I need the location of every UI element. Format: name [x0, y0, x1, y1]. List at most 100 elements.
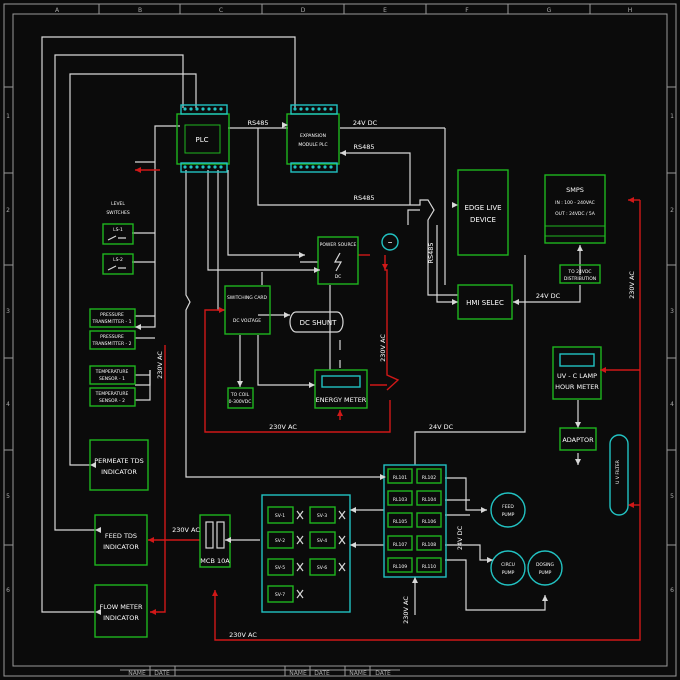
label-230vac-5: 230V AC [172, 526, 200, 534]
col-ref-b: B [138, 7, 142, 14]
temp2-label-2: SENSOR - 2 [99, 398, 125, 404]
sv4-label: SV-4 [317, 538, 327, 544]
switching-label-1: SWITCHING CARD [227, 295, 268, 301]
relay-107-label: RL107 [393, 542, 407, 548]
dosing-pump-label-2: PUMP [539, 570, 552, 576]
feed-tds-label-1: FEED TDS [105, 532, 137, 540]
drawing-frame: A B C D E F G H 1 2 3 4 5 6 1 2 3 4 5 6 [3, 3, 677, 677]
smps-label-3: OUT : 24VDC / 5A [555, 211, 596, 217]
sv5-label: SV-5 [275, 565, 285, 571]
arrowheads [90, 122, 634, 615]
smps-block: SMPS IN : 100 - 240VAC OUT : 24VDC / 5A [544, 174, 606, 244]
col-ref-f: F [465, 7, 469, 14]
level-switches-label-2: SWITCHES [106, 210, 129, 216]
relay-108-label: RL108 [422, 542, 436, 548]
power-source-block: POWER SOURCE DC ⎓ [317, 233, 399, 285]
sv3-label: SV-3 [317, 513, 327, 519]
label-24vdc-vertical: 24V DC [456, 525, 464, 550]
adaptor-label: ADAPTOR [562, 436, 594, 444]
row-ref-2: 2 [6, 207, 10, 214]
edge-label-1: EDGE LIVE [464, 204, 501, 212]
flow-label-1: FLOW METER [99, 603, 143, 611]
relay-101-label: RL101 [393, 475, 407, 481]
col-ref-h: H [628, 7, 633, 14]
label-rs485-1: RS485 [247, 119, 268, 127]
row-ref-4-right: 4 [670, 401, 674, 408]
mcb-label: MCB 10A [200, 557, 230, 565]
adaptor-block: ADAPTOR [559, 427, 597, 451]
col-ref-c: C [219, 7, 223, 14]
sv7-label: SV-7 [275, 592, 285, 598]
dc-shunt-label: DC SHUNT [300, 319, 338, 327]
battery-icon: ⎓ [388, 241, 392, 246]
switching-card-block: SWITCHING CARD DC VOLTAGE [224, 285, 271, 335]
temp2-label-1: TEMPERATURE [95, 391, 129, 397]
row-ref-3: 3 [6, 308, 10, 315]
relay-block: RL101 RL102 RL103 RL104 RL105 RL106 RL10… [383, 464, 447, 578]
to-coil-label-1: TO COIL [230, 392, 250, 398]
label-230vac-7: 230V AC [229, 631, 257, 639]
power-source-label: POWER SOURCE [320, 242, 357, 248]
smps-label-1: SMPS [566, 186, 584, 194]
sv2-label: SV-2 [275, 538, 285, 544]
level-switches-label-1: LEVEL [111, 201, 125, 207]
circu-pump-label-1: CIRCU [501, 562, 515, 568]
dc-shunt-block: DC SHUNT [289, 311, 344, 333]
feed-pump-label-1: FEED [502, 504, 514, 510]
col-ref-d: D [301, 7, 306, 14]
mcb-block: MCB 10A [199, 514, 231, 568]
footer-name-2: NAME [289, 670, 307, 677]
label-230vac-6: 230V AC [402, 596, 410, 624]
footer-name-3: NAME [349, 670, 367, 677]
dist-label-2: DISTRIBUTION [564, 276, 596, 282]
expansion-label-1: EXPANSION [300, 133, 326, 139]
expansion-label-2: MODULE PLC [298, 142, 327, 148]
temp1-label-2: SENSOR - 1 [99, 376, 125, 382]
relay-102-label: RL102 [422, 475, 436, 481]
row-ref-1: 1 [6, 113, 10, 120]
uv-lamp-label-2: HOUR METER [555, 383, 599, 391]
footer-name-1: NAME [128, 670, 146, 677]
pressure1-label-1: PRESSURE [100, 312, 124, 318]
relay-104-label: RL104 [422, 497, 436, 503]
relay-106-label: RL106 [422, 519, 436, 525]
label-rs485-vertical: RS485 [427, 242, 435, 263]
ls2-label: LS-2 [113, 257, 123, 263]
temp1-label-1: TEMPERATURE [95, 369, 129, 375]
uv-lamp-label-1: UV - C LAMP [557, 372, 597, 380]
white-wiring [41, 36, 581, 615]
edge-label-2: DEVICE [470, 216, 496, 224]
smps-label-2: IN : 100 - 240VAC [555, 200, 595, 206]
col-ref-g: G [547, 7, 552, 14]
edge-live-device-block: EDGE LIVE DEVICE [457, 169, 509, 256]
row-ref-3-right: 3 [670, 308, 674, 315]
dosing-pump-label-1: DOSING [536, 562, 555, 568]
footer-date-3: DATE [375, 670, 391, 677]
row-ref-2-right: 2 [670, 207, 674, 214]
footer-date-1: DATE [154, 670, 170, 677]
hmi-block: HMI SELEC [457, 284, 513, 320]
uv-filter-block: U V FILTER [609, 434, 629, 516]
label-230vac-4: 230V AC [269, 423, 297, 431]
row-ref-5-right: 5 [670, 493, 674, 500]
sv1-label: SV-1 [275, 513, 285, 519]
to-coil-label-2: 0-300VDC [229, 399, 252, 405]
label-230vac-2: 230V AC [156, 351, 164, 379]
energy-meter-block: ENERGY METER [314, 369, 368, 409]
solenoid-valves-block: SV-1 SV-2 SV-3 SV-4 SV-5 SV-6 SV-7 [261, 494, 351, 613]
label-rs485-3: RS485 [353, 194, 374, 202]
pressure2-label-1: PRESSURE [100, 334, 124, 340]
pressure2-label-2: TRANSMITTER - 2 [92, 341, 132, 347]
hmi-label: HMI SELEC [466, 299, 504, 307]
feed-tds-label-2: INDICATOR [103, 543, 139, 551]
uv-lamp-block: UV - C LAMP HOUR METER [552, 346, 602, 400]
pressure1-label-2: TRANSMITTER - 1 [92, 319, 132, 325]
level-switches-block: LEVEL SWITCHES LS-1 LS-2 [102, 201, 134, 275]
sensors-group: PRESSURE TRANSMITTER - 1 PRESSURE TRANSM… [89, 308, 136, 407]
circu-pump-label-2: PUMP [502, 570, 515, 576]
pumps-group: FEED PUMP CIRCU PUMP DOSING PUMP [490, 492, 563, 586]
to-distribution-block: TO 24VDC DISTRIBUTION [559, 264, 601, 284]
row-ref-6: 6 [6, 587, 10, 594]
uv-filter-label: U V FILTER [615, 460, 621, 484]
